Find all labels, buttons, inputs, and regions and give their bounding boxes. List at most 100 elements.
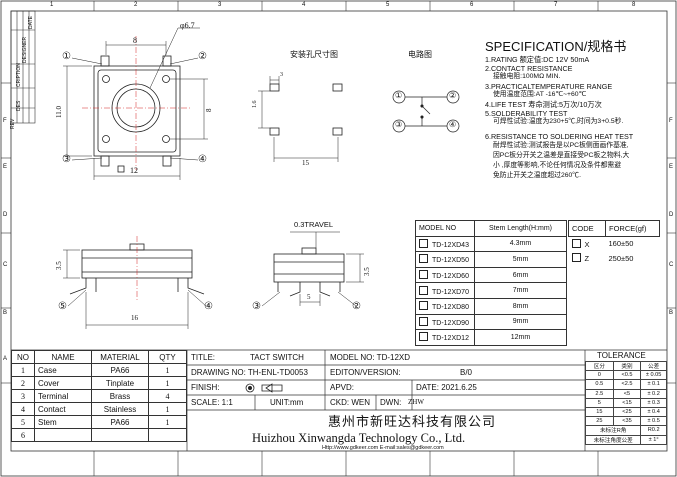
force-checkbox[interactable] [571,253,581,263]
hole-view-title: 安装孔尺寸图 [290,50,338,59]
zone-number-2: 2 [134,2,138,8]
company-contact[interactable]: Http://www.gdkeer.com E-mail:sales@gdkee… [322,445,444,451]
stem-length: 6mm [474,266,567,284]
circuit-node-4: ④ [449,120,457,129]
zone-letter-e: E [3,164,8,170]
model-no-field: MODEL NO: TD-12XD [330,353,411,362]
model-table: MODEL NO Stem Length(H:mm) TD-12XD43 4.3… [415,220,567,346]
spec-line-11: 因PC板分开关之温差是直接受PC板之物料,大 [493,152,630,159]
model-row: TD-12XD70 7mm [415,282,567,299]
company-name-cn: 惠州市新旺达科技有限公司 [328,414,497,429]
tol-max: <5 [612,388,642,399]
front-dim-35: 3.5 [55,261,63,270]
model-checkbox[interactable] [419,270,428,280]
tol-header-tol: 公差 [640,360,667,372]
force-value: 250±50 [608,253,634,263]
dim-8-side: 8 [205,108,213,113]
tol-header-class: 类别 [612,360,642,372]
model-row: TD-12XD60 6mm [415,266,567,284]
edition-label: EDITON/VERSION: [330,368,401,377]
zone-number-3: 3 [218,2,222,8]
bom-row: 4 Contact Stainless 1 [11,402,187,416]
stem-length-header: Stem Length(H:mm) [474,220,567,237]
tol-note: 未标注角度公差 [584,434,642,445]
tol-min: 2.5 [585,388,614,399]
projection-symbol [245,383,283,393]
stem-length: 9mm [474,313,567,331]
apvd-field: APVD: [330,383,355,392]
bom-name: Cover [34,376,92,390]
tol-min: 0 [585,370,614,381]
tol-row: 25<35± 0.5 [585,416,667,427]
dwn-value: ZHW [408,398,424,406]
spec-line-6: 4.LIFE TEST 寿命测试:5万次/10万次 [485,100,602,109]
scale-field: SCALE: 1:1 [191,398,233,407]
spec-line-8: 可焊性试验:温度为230+5℃,时间为3+0.5秒. [493,118,624,125]
circuit-title: 电路图 [408,50,432,59]
date-field: DATE: 2021.6.25 [416,383,477,392]
model-checkbox[interactable] [419,254,428,264]
zone-number-6: 6 [470,2,474,8]
tol-header-range: 区分 [585,360,614,372]
bom-name [34,428,92,442]
model-row: TD-12XD43 4.3mm [415,235,567,253]
unit-field: UNIT:mm [270,398,304,407]
tol-max: <25 [612,406,642,418]
tol-max: <2.5 [612,379,642,390]
bom-row: 2 Cover Tinplate 1 [11,376,187,390]
model-header: MODEL NO [415,220,475,237]
model-checkbox[interactable] [419,316,428,326]
model-no: TD-12XD60 [432,273,469,281]
bom-no: 3 [11,389,35,403]
model-checkbox[interactable] [419,301,428,311]
model-checkbox[interactable] [419,285,428,295]
designer-label: DESIGNER [22,36,28,63]
bom-material: Brass [91,389,149,403]
spec-line-13: 免防止开关之温度超过260℃. [493,172,581,179]
bom-qty: 1 [148,415,187,429]
zone-letter-d: D [3,212,8,218]
hole-dim-15: 15 [302,159,309,167]
tol-row: 2.5<5± 0.2 [585,388,667,399]
ckd-field: CKD: WEN [330,398,370,407]
spec-line-7: 5.SOLDERABILITY TEST [485,109,568,118]
bom-row: 5 Stem PA66 1 [11,415,187,429]
spec-line-5: 使用温度范围:AT -16℃~+60℃ [493,91,587,98]
stem-length: 7mm [474,282,567,299]
zone-letter-f-right: F [669,118,673,124]
date-label: DATE [28,16,34,29]
bom-header-qty: QTY [148,350,187,364]
model-checkbox[interactable] [419,238,428,248]
bom-name: Contact [34,402,92,416]
bom-qty: 1 [148,376,187,390]
callout-3-top: ③ [62,154,71,165]
spec-line-4: 3.PRACTICALTEMPERATURE RANGE [485,82,613,91]
model-row: TD-12XD90 9mm [415,313,567,331]
tol-row: 0<0.5± 0.05 [585,370,667,381]
bom-qty: 4 [148,389,187,403]
dim-8-top: 8 [133,36,137,45]
force-code: Z [584,254,590,264]
model-checkbox[interactable] [419,332,428,342]
bom-material: Tinplate [91,376,149,390]
callout-4-top: ④ [198,154,207,165]
tol-value: ± 0.05 [640,370,667,381]
circuit-node-2: ② [449,91,457,100]
zone-number-7: 7 [554,2,558,8]
tol-value: ± 0.5 [640,416,667,427]
tolerance-title: TOLERANCE [597,351,646,360]
hole-dim-16: 1.6 [252,100,258,109]
bom-no: 6 [11,428,35,442]
model-no: TD-12XD70 [432,288,469,296]
model-no: TD-12XD43 [432,241,469,249]
stem-length: 12mm [474,329,567,346]
tol-row: 15<25± 0.4 [585,406,667,418]
bom-material [91,428,149,442]
bom-material: PA66 [91,363,149,377]
force-checkbox[interactable] [571,238,581,248]
bom-qty: 1 [148,402,187,416]
zone-letter-a: A [3,356,8,362]
dim-diameter: φ6.7 [180,21,195,30]
tol-max: <0.5 [612,370,642,381]
tol-min: 25 [585,416,614,427]
